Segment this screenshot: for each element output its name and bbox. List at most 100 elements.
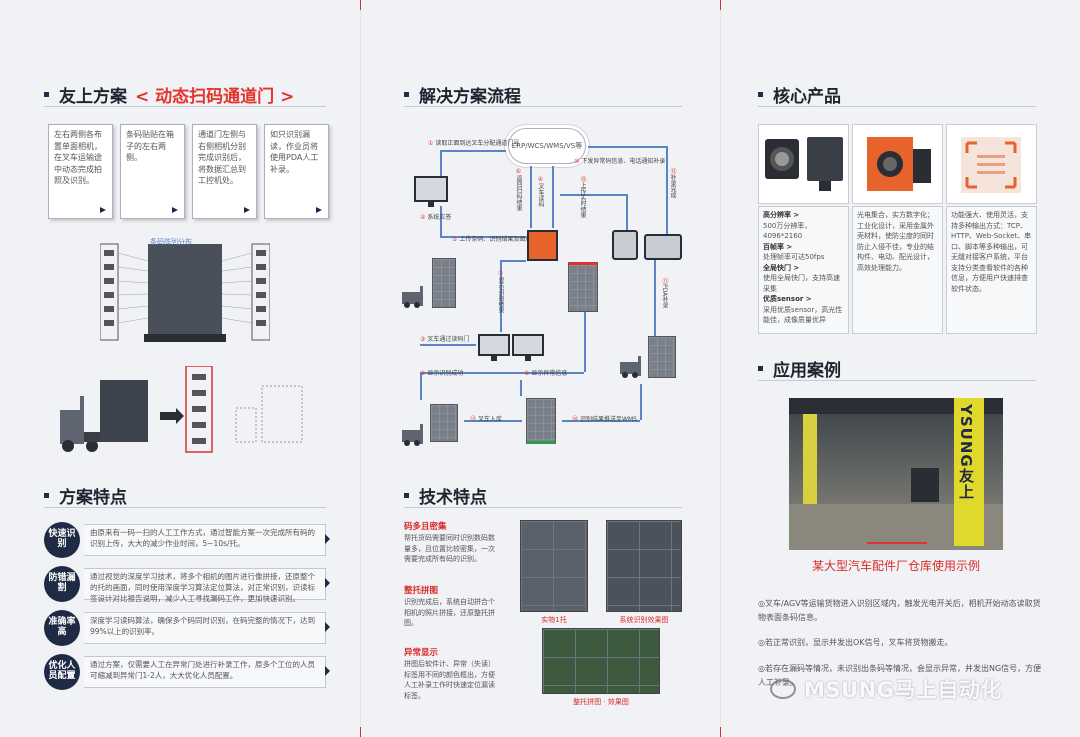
tech-heading-abnormal: 异常显示 (404, 648, 439, 658)
flow-line (560, 194, 626, 196)
tech-title: 技术特点 (404, 483, 487, 508)
forklift-icon (402, 424, 430, 446)
flow-line (500, 260, 502, 332)
flow-step-12: ⑫补录完成 (669, 168, 676, 198)
tech-heading-stitch: 整托拼图 (404, 586, 439, 596)
reader-icon (867, 137, 931, 191)
divider (758, 380, 1036, 381)
flow-line (440, 150, 506, 152)
feature-high-accuracy: 准确率高 深度学习读码算法，确保多个码同时识别，在码完整的情况下，达到99%以上… (44, 610, 330, 646)
tech-text-stitch: 识别完成后，系统自动拼合个相机的照片拼接，还原整托拼图。 (404, 598, 495, 627)
software-icon (961, 137, 1021, 193)
product-camera-image (758, 124, 849, 204)
flow-line (500, 260, 526, 262)
flow-line (530, 166, 532, 228)
crop-mark (360, 727, 361, 737)
flow-line (420, 344, 476, 346)
flow-line (440, 206, 442, 236)
scheme-box-1: 左右两侧各布置单面相机，在叉车运输途中动态完成拍照及识别。 (48, 124, 113, 219)
scheme-box-4: 如只识别漏读，作业员将使用PDA人工补录。 (264, 124, 329, 219)
flow-line (440, 236, 526, 238)
panel3-title: 核心产品 (758, 82, 841, 107)
flow-step-11: ⑪PDA补录 (661, 278, 668, 309)
flow-line (440, 150, 442, 176)
tech-text-dense: 帮托货码需要同时识别数码数量多，且位置比较密集，一次需要完成所有码的识别。 (404, 534, 495, 563)
divider (404, 106, 682, 107)
real-pallet-thumb (520, 520, 588, 612)
divider (758, 106, 1036, 107)
flow-line (640, 384, 642, 420)
tablet-icon (612, 230, 638, 260)
flow-step-6: ⑥返回扫码结果 (515, 168, 522, 211)
divider (44, 507, 326, 508)
monitor-icon (414, 176, 448, 207)
flow-line (420, 372, 584, 374)
divider (404, 507, 682, 508)
flow-line (626, 194, 628, 230)
monitor-icon (478, 334, 510, 361)
feature-staff-optimization: 优化人员配置 通过方案，仅需要人工在异常门处进行补录工作，原多个工位的人员可缩减… (44, 654, 330, 690)
tech-text-abnormal: 拼图后软件计、异常（失读）标签用不同的颜色框出，方便人工补录工作时快速定位漏读标… (404, 660, 495, 700)
scanner-device-icon (527, 230, 558, 261)
barcode-array-diagram (100, 243, 270, 342)
flow-line (420, 372, 422, 400)
spec-scanner: 光电集合，实方数字化；工业化设计，采用金属外壳材料，使防尘度的同时防止入侵不佳，… (852, 206, 943, 334)
pallet-icon (432, 258, 456, 308)
forklift-icon (620, 356, 648, 378)
caption-real: 实物1托 (541, 616, 567, 624)
case-note-1: ◎叉车/AGV等运输货物进入识别区域内，触发光电开关后，相机开始动态读取货物表面… (758, 599, 1041, 622)
case-note-2: ◎若正常识别，显示并发出OK信号，叉车将货物搬走。 (758, 638, 953, 647)
stitch-result-thumb (542, 628, 660, 694)
flow-step-7: ⑦显示识别结果 (497, 270, 504, 313)
system-result-thumb (606, 520, 682, 612)
fold-line (360, 0, 361, 737)
caption-system: 系统识别效果图 (619, 616, 669, 624)
feature-fast-recognition: 快速识别 由原来有一码一扫的人工工作方式，通过智能方案一次完成所有码的识别上传，… (44, 522, 330, 558)
forklift-scene (60, 366, 303, 453)
diagram-label: 条码阵列分布 (150, 238, 192, 246)
flow-line (552, 166, 554, 228)
flow-line (520, 380, 522, 396)
case-title: 应用案例 (758, 356, 841, 381)
forklift-icon (402, 286, 430, 308)
spec-software: 功能强大、使用灵活，支持多种输出方式：TCP、HTTP、Web-Socket、串… (946, 206, 1037, 334)
case-caption: 某大型汽车配件厂仓库使用示例 (811, 559, 980, 573)
features-title: 方案特点 (44, 483, 127, 508)
pallet-icon (648, 336, 676, 378)
tech-heading-dense: 码多且密集 (404, 522, 447, 532)
flow-step-15: ⑮上传实时结果 (579, 176, 586, 218)
flow-line (666, 146, 668, 236)
watermark: MSUNG马上自动化 (770, 674, 1002, 704)
feature-error-proof: 防错漏割 通过视觉的深度学习技术，将多个相机的图片进行像拼接，还原整个的托的画面… (44, 566, 330, 603)
tablet-icon (644, 234, 682, 260)
caption-stitch: 整托拼图 · 效果图 (573, 698, 629, 706)
monitor-icon (512, 334, 544, 361)
flow-line (464, 420, 522, 422)
crop-mark (720, 727, 721, 737)
fold-line (720, 0, 721, 737)
erp-cloud: ERP/WCS/WMS/VS等 (508, 128, 586, 164)
warehouse-photo: YSUNG友上 (789, 398, 1003, 550)
pallet-icon (526, 398, 556, 444)
flow-line (562, 420, 640, 422)
flow-step-4: ④叉车读码 (537, 176, 544, 207)
crop-mark (720, 0, 721, 10)
flow-line (654, 258, 656, 336)
product-scanner-image (852, 124, 943, 204)
scheme-box-2: 条码贴贴在箱子的左右两侧。 (120, 124, 185, 219)
flow-line (584, 262, 586, 372)
flow-line (588, 146, 666, 148)
crop-mark (360, 0, 361, 10)
product-software-image (946, 124, 1037, 204)
pallet-icon (568, 262, 598, 312)
spec-camera: 高分辨率 >500万分辨率，4096*2160 百帧率 >处理帧率可达50fps… (758, 206, 849, 334)
scheme-box-3: 通道门左侧与右侧相机分别完成识别后，将数据汇总到工控机处。 (192, 124, 257, 219)
wechat-logo-icon (770, 679, 796, 699)
